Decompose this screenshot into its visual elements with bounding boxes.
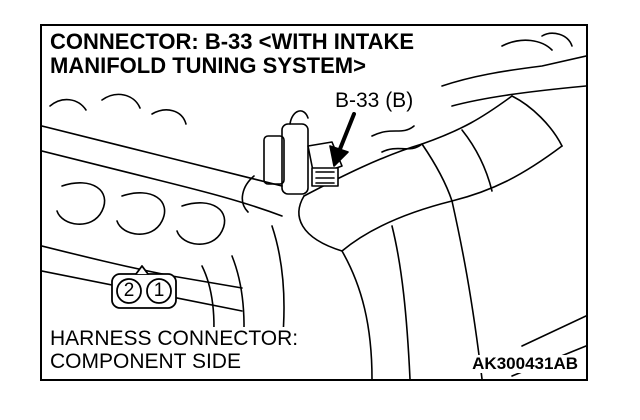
- connector-pin-2: [116, 278, 142, 304]
- connector-pin-1: [146, 278, 172, 304]
- title-line-2: MANIFOLD TUNING SYSTEM>: [50, 53, 366, 78]
- figure-code: AK300431AB: [470, 354, 580, 373]
- lower-duct: [341, 200, 483, 379]
- connector-callout-label: B-33 (B): [332, 90, 417, 112]
- harness-connector-symbol: [111, 265, 177, 309]
- manifold-runners: [42, 93, 285, 362]
- caption-line-2: COMPONENT SIDE: [50, 350, 241, 373]
- wiring: [371, 32, 586, 377]
- diagram-title: CONNECTOR: B-33 <WITH INTAKE MANIFOLD TU…: [50, 29, 417, 78]
- component-body: [241, 110, 343, 213]
- pin-2-label: 2: [123, 280, 135, 301]
- target-connector: [311, 167, 339, 187]
- pin-1-label: 1: [153, 280, 165, 301]
- callout-arrow: [329, 112, 356, 167]
- caption-line-1: HARNESS CONNECTOR:: [50, 327, 299, 350]
- title-line-1: CONNECTOR: B-33 <WITH INTAKE: [50, 29, 415, 54]
- harness-caption: HARNESS CONNECTOR: COMPONENT SIDE: [48, 327, 303, 373]
- diagram-frame: CONNECTOR: B-33 <WITH INTAKE MANIFOLD TU…: [40, 24, 588, 381]
